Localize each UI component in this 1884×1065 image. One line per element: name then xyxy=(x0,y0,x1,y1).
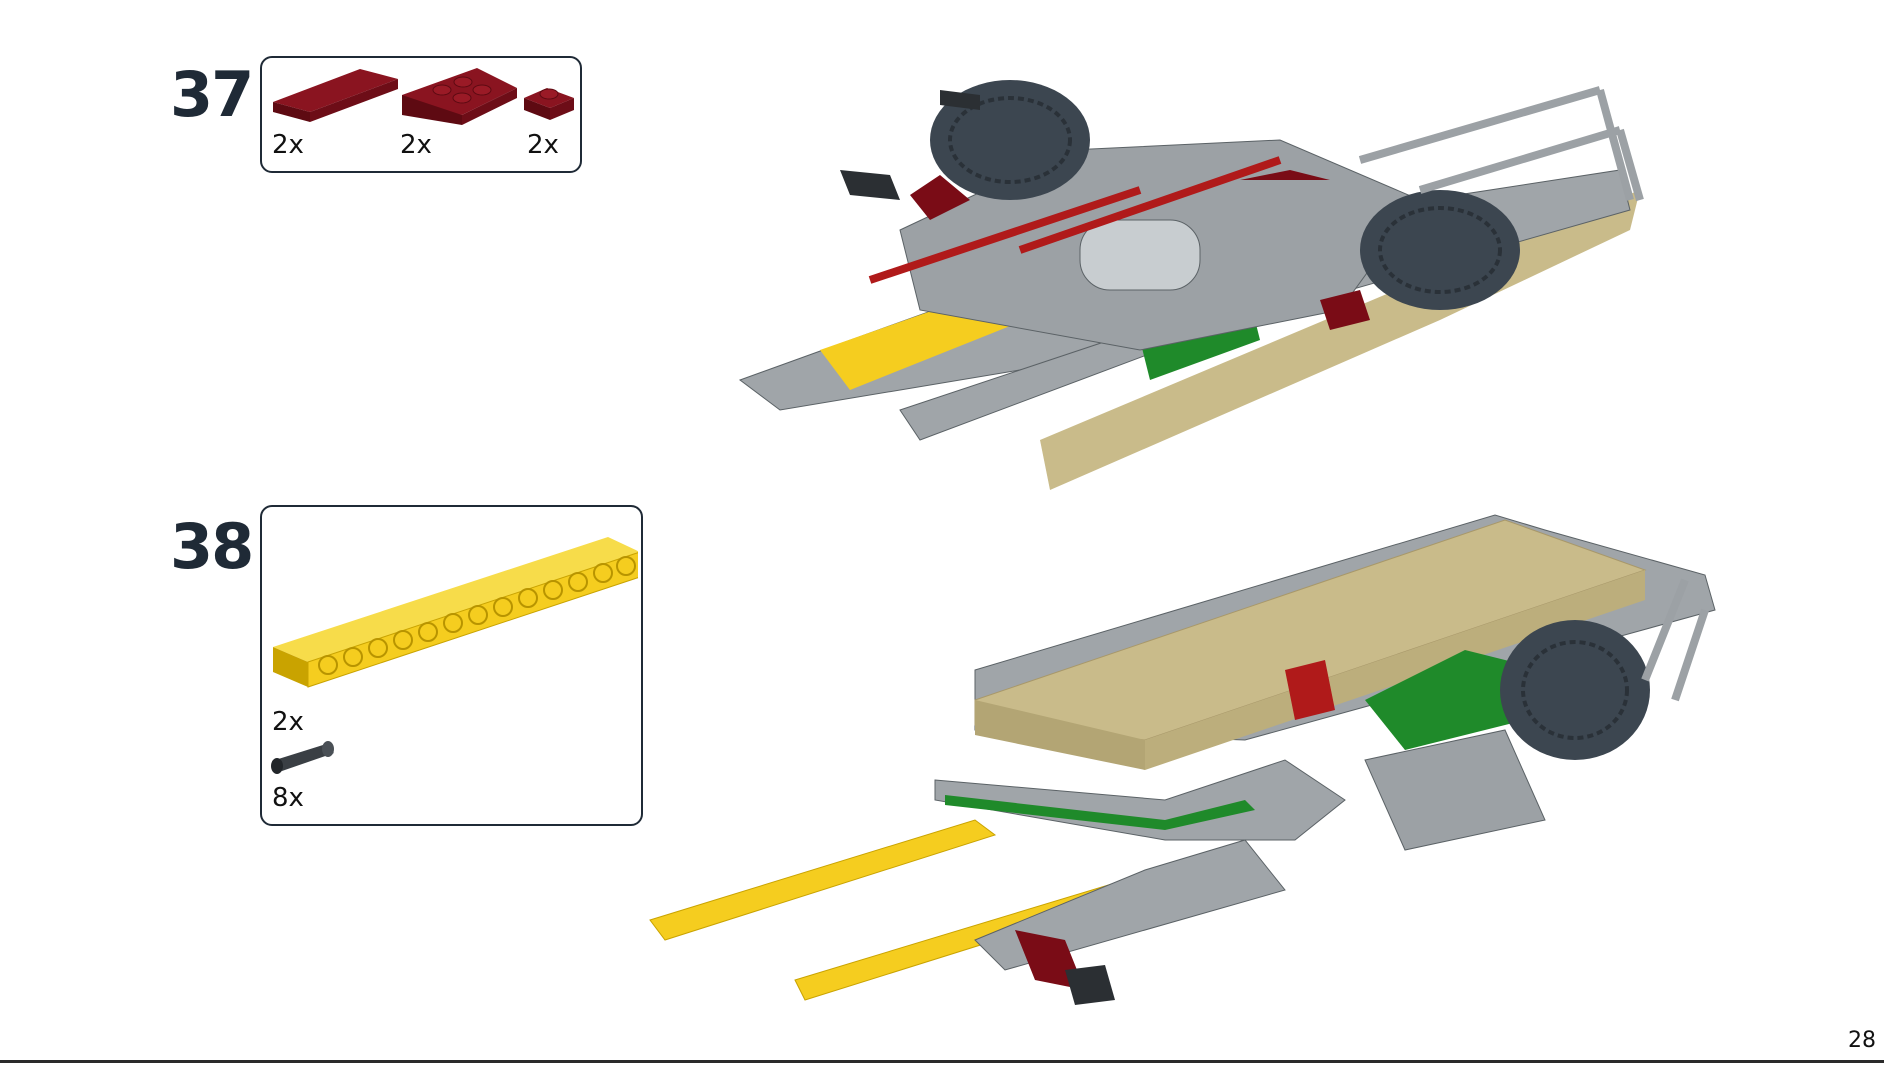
parts-callout-step-38: 2x 8x xyxy=(260,505,643,826)
part-qty: 2x xyxy=(400,130,432,160)
model-illustration-step-37 xyxy=(738,80,1644,490)
model-illustration-step-38 xyxy=(649,514,1716,1005)
part-qty: 2x xyxy=(527,130,559,160)
page-footer-divider xyxy=(0,1060,1884,1063)
step-number-37: 37 xyxy=(170,58,254,131)
black-axle-pin-part xyxy=(271,741,334,774)
part-qty: 8x xyxy=(272,783,304,813)
dark-red-plate-1x4-part xyxy=(273,69,398,122)
parts-callout-step-37: 2x 2x 2x xyxy=(260,56,582,173)
dark-red-plate-1x1-part xyxy=(524,88,574,120)
part-qty: 2x xyxy=(272,707,304,737)
step-number-38: 38 xyxy=(170,510,254,583)
page-number: 28 xyxy=(1848,1028,1876,1053)
yellow-technic-beam-part xyxy=(273,537,638,688)
dark-red-wedge-plate-part xyxy=(402,68,517,125)
part-qty: 2x xyxy=(272,130,304,160)
